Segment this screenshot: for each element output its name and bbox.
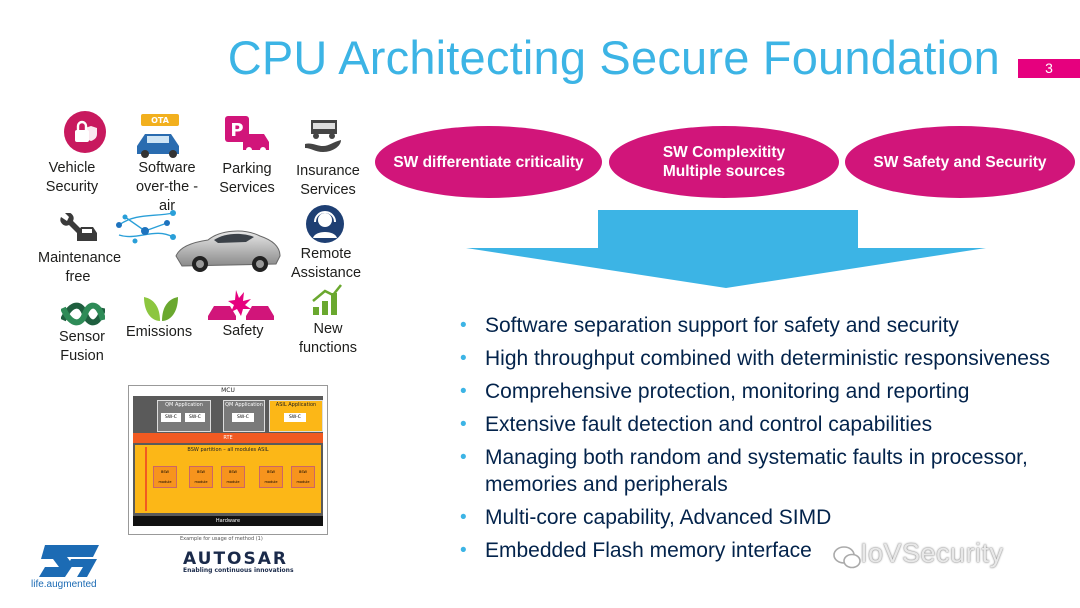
bullet-item: Comprehensive protection, monitoring and…	[458, 378, 1078, 405]
mcu-architecture-diagram: MCU QM Application SW-C SW-C QM Applicat…	[128, 385, 328, 535]
oval-text-line2: Multiple sources	[662, 163, 786, 180]
watermark-text: IoVSecurity	[860, 538, 1004, 568]
oval-text: SW Safety and Security	[873, 153, 1047, 171]
bullet-item: Extensive fault detection and control ca…	[458, 411, 1078, 438]
asil-application-box: ASIL Application SW-C	[269, 400, 323, 432]
slide-title: CPU Architecting Secure Foundation	[227, 31, 1000, 84]
bullet-item: Managing both random and systematic faul…	[458, 444, 1078, 498]
bsw-module: BSW module	[189, 466, 213, 488]
oval-sw-complexity: SW Complexitity Multiple sources	[609, 126, 839, 198]
st-tagline: life.augmented	[31, 579, 97, 590]
icon-label-safety: Safety	[222, 323, 264, 339]
svg-text:OTA: OTA	[151, 116, 170, 125]
bsw-module: BSW module	[291, 466, 315, 488]
bullet-item: Embedded Flash memory interface	[458, 537, 1078, 564]
icon-label-parking: Parking Services	[219, 161, 275, 196]
autosar-logo: AUTOSAR	[183, 549, 288, 569]
rte-bar: RTE	[133, 433, 323, 443]
icon-label-insurance: Insurance Services	[296, 163, 360, 198]
lock-shield-icon	[64, 111, 106, 153]
growth-chart-icon	[312, 284, 342, 315]
crash-icon	[208, 290, 274, 320]
icon-label-ota: Software over-the - air	[135, 160, 199, 214]
bsw-module: BSW module	[221, 466, 245, 488]
icon-label-sensor-fusion: Sensor Fusion	[59, 329, 105, 364]
bullet-list: Software separation support for safety a…	[458, 312, 1078, 570]
wrench-car-icon	[60, 213, 97, 241]
qm-application-box: QM Application SW-C SW-C	[157, 400, 211, 432]
hardware-bar: Hardware	[133, 516, 323, 526]
bullet-item: Multi-core capability, Advanced SIMD	[458, 504, 1078, 531]
page-number: 3	[1018, 59, 1080, 78]
oval-sw-differentiate-criticality: SW differentiate criticality	[375, 126, 602, 198]
icon-label-vehicle-security: Vehicle Security	[45, 160, 99, 195]
sports-car-image	[175, 230, 281, 272]
bullet-item: Software separation support for safety a…	[458, 312, 1078, 339]
ota-icon: OTA	[137, 114, 179, 158]
oval-sw-safety-security: SW Safety and Security	[845, 126, 1075, 198]
bsw-module: BSW module	[153, 466, 177, 488]
parking-icon: P	[225, 116, 269, 153]
diagram-caption: Example for usage of method (1)	[180, 536, 263, 542]
network-nodes-icon	[116, 210, 176, 244]
sensor-fusion-icon	[61, 302, 105, 326]
icon-label-remote-assistance: Remote Assistance	[290, 246, 362, 281]
oval-text-line1: SW Complexitity	[662, 144, 786, 161]
icon-label-emissions: Emissions	[126, 324, 193, 340]
st-logo	[39, 545, 99, 577]
bsw-module: BSW module	[259, 466, 283, 488]
autosar-tagline: Enabling continuous innovations	[183, 567, 294, 574]
qm-application-box: QM Application SW-C	[223, 400, 265, 432]
mcu-label: MCU	[221, 387, 235, 394]
oval-text: SW differentiate criticality	[393, 153, 584, 171]
bullet-item: High throughput combined with determinis…	[458, 345, 1078, 372]
icon-label-maintenance: Maintenance free	[38, 250, 122, 285]
leaf-icon	[144, 297, 178, 321]
icon-label-new-functions: New functions	[298, 321, 358, 356]
insurance-hand-car-icon	[305, 120, 341, 152]
down-arrow-shape	[466, 210, 986, 288]
wechat-icon	[833, 546, 861, 569]
svg-text:P: P	[230, 120, 243, 141]
headset-icon	[306, 205, 344, 243]
